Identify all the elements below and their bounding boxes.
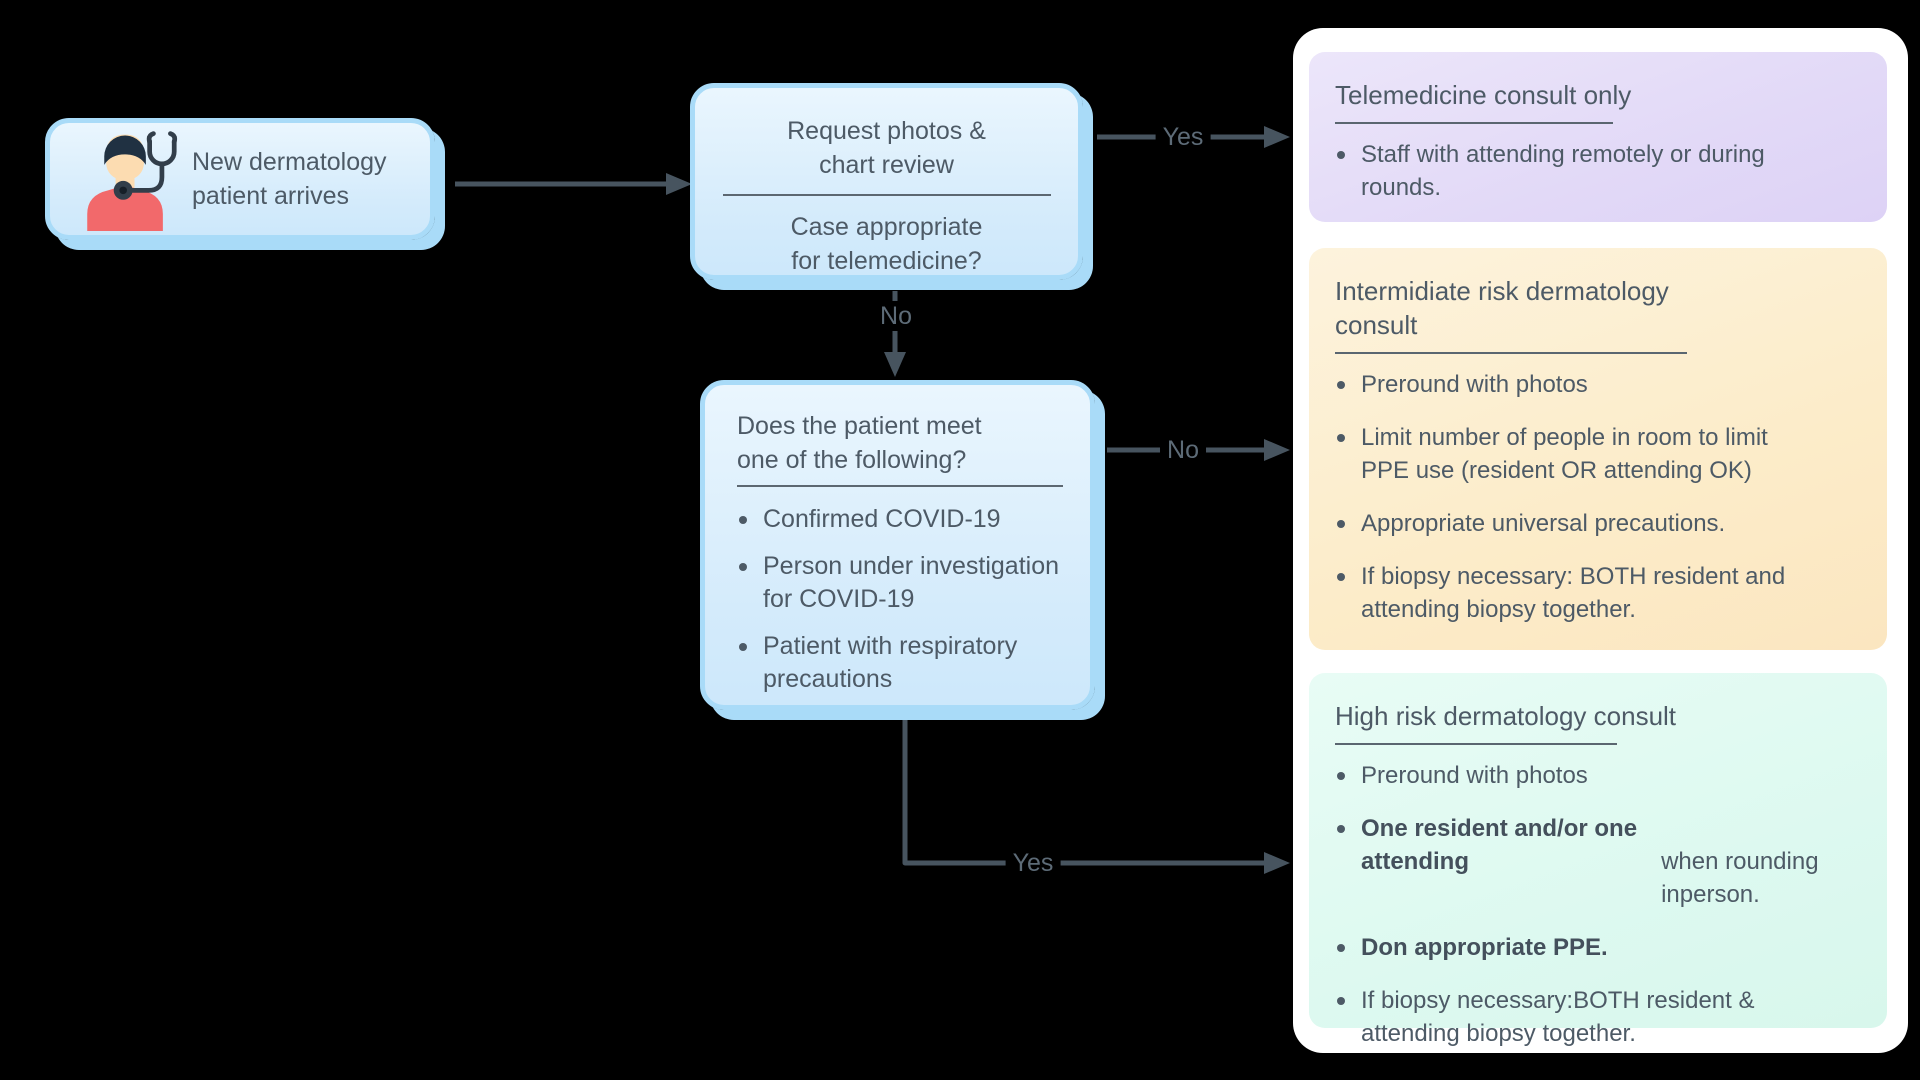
bullet-item: Staff with attending remotely or during … — [1335, 138, 1863, 204]
card-title: Telemedicine consult only — [1335, 80, 1632, 110]
node-new-patient: New dermatology patient arrives — [45, 118, 435, 240]
bullet-item: Don appropriate PPE. — [1335, 931, 1863, 964]
node-question: Case appropriate for telemedicine? — [790, 213, 983, 275]
node-divider — [737, 485, 1063, 487]
title-underline — [1335, 743, 1617, 745]
patient-icon — [87, 131, 178, 231]
bullet-item: Appropriate universal precautions. — [1335, 507, 1863, 540]
outcome-card-telemedicine: Telemedicine consult only Staff with att… — [1309, 52, 1887, 222]
bullet-list: Preround with photos Limit number of peo… — [1335, 368, 1863, 626]
bullet-item: Preround with photos — [1335, 368, 1863, 401]
title-underline — [1335, 352, 1687, 354]
bullet-list: Preround with photos One resident and/or… — [1335, 759, 1863, 1050]
node-request-photos: Request photos & chart review Case appro… — [690, 83, 1083, 280]
bullet-item: Preround with photos — [1335, 759, 1863, 792]
edge-label-no: No — [873, 301, 919, 331]
node-label: New dermatology patient arrives — [192, 148, 387, 210]
criteria-list: Confirmed COVID-19 Person under investig… — [737, 503, 1064, 696]
bullet-item: One resident and/or one attending when r… — [1335, 812, 1863, 911]
node-title: Does the patient meet one of the followi… — [737, 412, 982, 474]
node-patient-criteria: Does the patient meet one of the followi… — [700, 380, 1095, 710]
bullet-list: Staff with attending remotely or during … — [1335, 138, 1863, 204]
outcomes-panel: Telemedicine consult only Staff with att… — [1293, 28, 1908, 1053]
edge-label-yes: Yes — [1155, 122, 1211, 152]
card-title: Intermidiate risk dermatology consult — [1335, 276, 1669, 340]
node-divider — [722, 194, 1051, 196]
edge-start-to-triage — [455, 173, 692, 195]
bullet-item: If biopsy necessary: BOTH resident and a… — [1335, 560, 1863, 626]
edge-criteria-yes — [902, 714, 1290, 874]
criteria-item: Person under investigation for COVID-19 — [737, 550, 1064, 616]
bullet-item: Limit number of people in room to limit … — [1335, 421, 1863, 487]
criteria-item: Patient with respiratory precautions — [737, 630, 1064, 696]
title-underline — [1335, 122, 1613, 124]
criteria-item: Confirmed COVID-19 — [737, 503, 1064, 536]
edge-label-no: No — [1160, 435, 1206, 465]
bullet-item: If biopsy necessary:BOTH resident & atte… — [1335, 984, 1863, 1050]
node-title: Request photos & chart review — [787, 117, 986, 179]
card-title: High risk dermatology consult — [1335, 701, 1677, 731]
outcome-card-intermediate-risk: Intermidiate risk dermatology consult Pr… — [1309, 248, 1887, 650]
edge-label-yes: Yes — [1005, 848, 1061, 878]
outcome-card-high-risk: High risk dermatology consult Preround w… — [1309, 673, 1887, 1047]
